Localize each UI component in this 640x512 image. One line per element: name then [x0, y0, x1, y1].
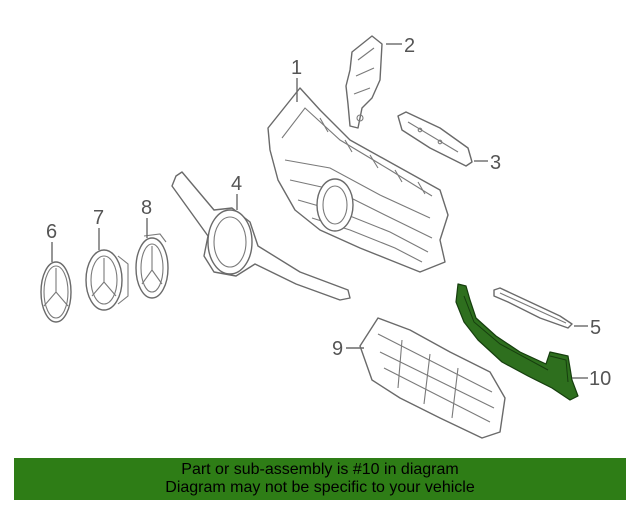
part-10-support-bracket	[455, 283, 579, 401]
info-banner: Part or sub-assembly is #10 in diagram D…	[14, 458, 626, 500]
callout-1: 1	[291, 57, 302, 79]
callout-2: 2	[404, 35, 415, 57]
part-7-emblem-base	[85, 249, 129, 311]
callout-9: 9	[332, 338, 343, 360]
part-3-upper-strip	[397, 111, 473, 167]
callout-3: 3	[490, 152, 501, 174]
part-6-star-emblem	[40, 261, 72, 323]
banner-line-1: Part or sub-assembly is #10 in diagram	[181, 461, 459, 478]
part-9-air-guide	[359, 317, 506, 439]
part-4-emblem-carrier	[171, 171, 351, 301]
callout-8: 8	[141, 197, 152, 219]
banner-line-2: Diagram may not be specific to your vehi…	[165, 479, 475, 496]
callout-10: 10	[589, 368, 611, 390]
callout-4: 4	[231, 173, 242, 195]
callout-5: 5	[590, 317, 601, 339]
part-8-emblem	[135, 233, 169, 299]
callout-7: 7	[93, 207, 104, 229]
part-1-grille	[267, 87, 449, 273]
callout-6: 6	[46, 221, 57, 243]
part-2-bracket	[345, 35, 383, 129]
part-5-trim-strip	[493, 287, 573, 329]
leader-lines	[51, 43, 588, 379]
